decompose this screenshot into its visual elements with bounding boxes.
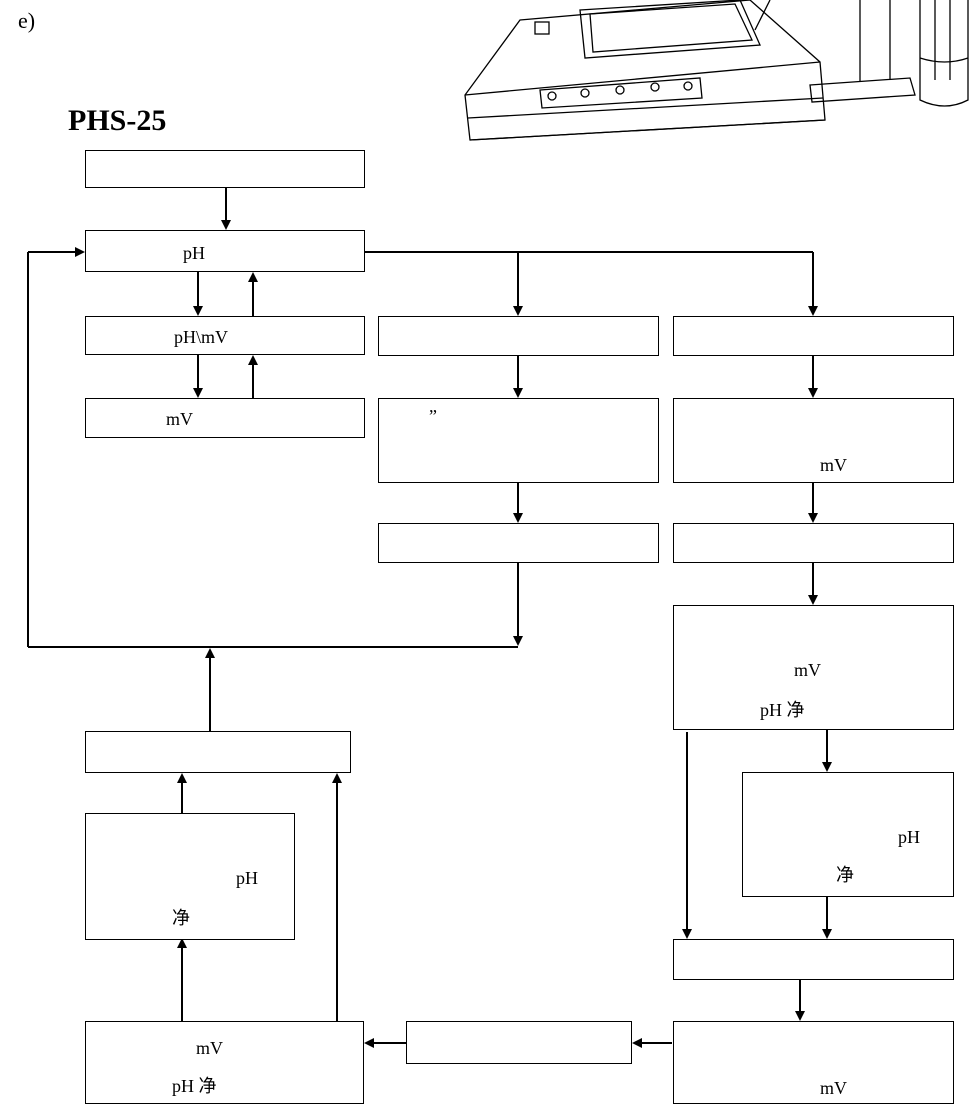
left-top-box <box>85 731 351 773</box>
right-box-4: mV pH 净 <box>673 605 954 730</box>
start-box <box>85 150 365 188</box>
ph-mv-toggle-text: pH\mV <box>174 327 228 347</box>
right-box-5-line1: pH <box>898 827 920 847</box>
bottom-left-line2: pH 净 <box>172 1076 217 1096</box>
bottom-left-line1: mV <box>196 1038 223 1058</box>
bottom-middle-box <box>406 1021 632 1064</box>
right-box-4-line1: mV <box>794 660 821 680</box>
middle-box-2: ” <box>378 398 659 483</box>
ph-mv-toggle-box: pH\mV <box>85 316 365 355</box>
middle-box-3 <box>378 523 659 563</box>
left-middle-box: pH 净 <box>85 813 295 940</box>
bottom-right-text: mV <box>820 1078 847 1098</box>
right-box-6 <box>673 939 954 980</box>
middle-box-2-mark: ” <box>429 406 437 426</box>
middle-box-1 <box>378 316 659 356</box>
left-middle-line1: pH <box>236 868 258 888</box>
right-box-2: mV <box>673 398 954 483</box>
right-box-2-text: mV <box>820 455 847 475</box>
right-box-4-line2: pH 净 <box>760 700 805 720</box>
right-box-5-line2: 净 <box>836 865 854 885</box>
mv-mode-text: mV <box>166 409 193 429</box>
right-box-1 <box>673 316 954 356</box>
right-box-5: pH 净 <box>742 772 954 897</box>
ph-mode-text: pH <box>183 243 205 263</box>
right-box-3 <box>673 523 954 563</box>
bottom-left-box: mV pH 净 <box>85 1021 364 1104</box>
figure-label: e) <box>18 8 36 33</box>
bottom-right-box: mV <box>673 1021 954 1104</box>
diagram-title: PHS-25 <box>68 104 167 137</box>
ph-meter-illustration <box>464 0 969 141</box>
ph-mode-box: pH <box>85 230 365 272</box>
mv-mode-box: mV <box>85 398 365 438</box>
left-middle-line2: 净 <box>172 908 190 928</box>
